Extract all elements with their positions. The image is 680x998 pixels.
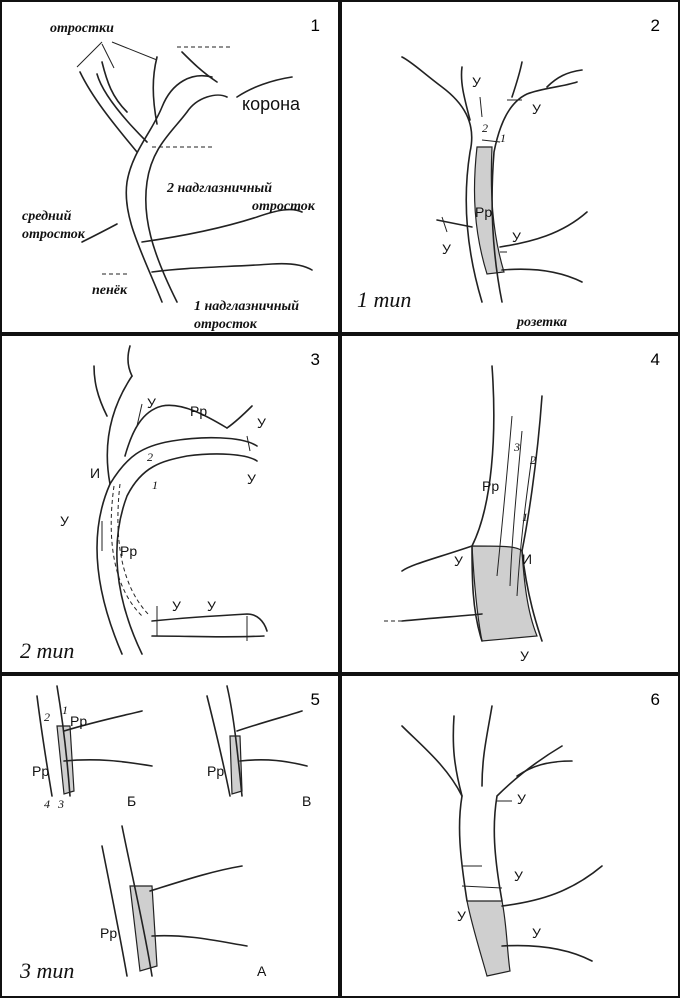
label-u-1: У: [454, 553, 463, 569]
label-rosette: розетка: [516, 315, 567, 330]
label-rr-v: Рр: [207, 763, 224, 779]
label-u-3: У: [247, 471, 256, 487]
label-type-3: 3 тип: [19, 958, 74, 983]
label-rr: Рр: [475, 204, 492, 220]
label-first-brow: 1 надглазничный: [194, 299, 299, 314]
label-crown: корона: [242, 94, 301, 114]
label-u-1: У: [517, 791, 526, 807]
label-n2: 2: [482, 121, 488, 135]
label-n1: 1: [522, 510, 528, 524]
label-b: Б: [127, 793, 136, 809]
label-rr-1: Рр: [190, 403, 207, 419]
label-n1: 1: [152, 478, 158, 492]
label-rr-b1: Рр: [70, 713, 87, 729]
panel-number: 6: [650, 690, 660, 709]
label-middle: средний: [22, 209, 72, 224]
panel-number: 1: [310, 16, 320, 35]
label-second-brow: 2 надглазничный: [166, 181, 272, 196]
antler-diagram-2: У У 2 1 Рр У У 1 тип розетка: [357, 56, 588, 330]
label-i: И: [90, 465, 100, 481]
label-rr-b2: Рр: [32, 763, 49, 779]
label-u-1: У: [472, 74, 481, 90]
label-u-4: У: [60, 513, 69, 529]
panel-6: 6 У У У У: [340, 674, 680, 998]
panel-1: 1 отростки корона 2 надглазничный отрост…: [0, 0, 340, 334]
label-n4: 4: [44, 797, 50, 811]
label-middle-2: отросток: [22, 227, 86, 242]
label-n1: 1: [500, 131, 506, 145]
label-n1: 1: [62, 703, 68, 717]
panel-number: 5: [310, 690, 320, 709]
panel-number: 3: [310, 350, 320, 369]
panel-5: 5 2 1 Рр Рр 4 3 Б Рр В Рр А 3 тип: [0, 674, 340, 998]
antler-diagram-3: У Рр У У И 2 1 У Рр У У 2 тип: [20, 345, 268, 663]
label-u-2: У: [520, 648, 529, 664]
label-type-1: 1 тип: [357, 287, 411, 312]
label-u-4: У: [532, 925, 541, 941]
label-stump: пенёк: [92, 283, 128, 298]
antler-diagram-4: 3 2 Рр 1 У И У: [382, 365, 543, 664]
label-v: В: [302, 793, 311, 809]
panel-3: 3 У Рр У У И 2 1 У Рр У У 2 тип: [0, 334, 340, 674]
antler-diagram-1: отростки корона 2 надглазничный отросток…: [22, 21, 316, 332]
label-first-brow-2: отросток: [194, 317, 258, 332]
label-u-6: У: [207, 598, 216, 614]
label-n2: 2: [44, 710, 50, 724]
label-u-3: У: [442, 241, 451, 257]
label-second-brow-2: отросток: [252, 199, 316, 214]
label-u-4: У: [512, 229, 521, 245]
label-u-5: У: [172, 598, 181, 614]
label-n2: 2: [530, 453, 536, 467]
antler-diagram-5: 2 1 Рр Рр 4 3 Б Рр В Рр А 3 тип: [19, 685, 311, 983]
label-rr-a: Рр: [100, 925, 117, 941]
panel-number: 2: [650, 16, 660, 35]
label-u-2: У: [257, 415, 266, 431]
label-n3: 3: [57, 797, 64, 811]
antler-diagram-6: У У У У: [401, 705, 603, 977]
label-n3: 3: [513, 440, 520, 454]
label-a: А: [257, 963, 267, 979]
label-n2: 2: [147, 450, 153, 464]
label-u-1: У: [147, 395, 156, 411]
label-u-2: У: [532, 101, 541, 117]
label-rr: Рр: [482, 478, 499, 494]
label-u-2: У: [514, 868, 523, 884]
label-u-3: У: [457, 908, 466, 924]
panel-4: 4 3 2 Рр 1 У И У: [340, 334, 680, 674]
label-processes: отростки: [50, 21, 114, 36]
label-type-2: 2 тип: [20, 638, 74, 663]
label-i: И: [522, 551, 532, 567]
panel-number: 4: [650, 350, 660, 369]
panel-2: 2 У У 2 1 Рр У У 1 тип розетка: [340, 0, 680, 334]
label-rr-2: Рр: [120, 543, 137, 559]
